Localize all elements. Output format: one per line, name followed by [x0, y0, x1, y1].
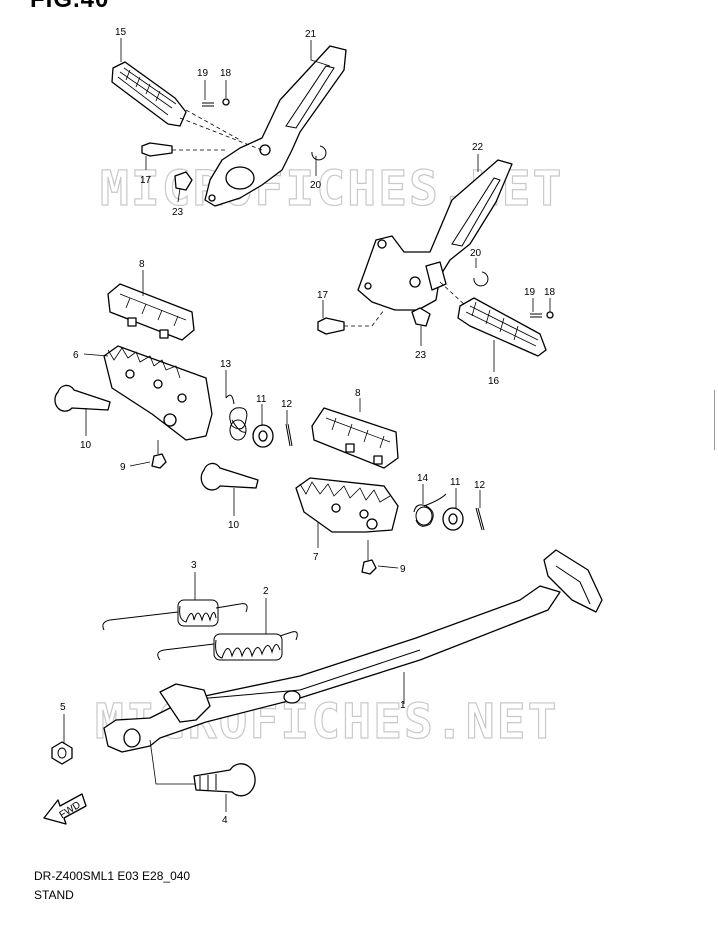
ref-2: 2	[263, 586, 269, 597]
page-edge-mark	[714, 390, 718, 450]
washer-19	[202, 102, 214, 107]
footrest-6	[103, 345, 213, 441]
footpeg-16	[457, 297, 547, 357]
left-footrest-assembly	[54, 283, 293, 469]
ref-23b: 23	[415, 350, 427, 361]
footrest-bracket-21	[204, 45, 347, 207]
pin-17	[141, 142, 173, 157]
side-stand-1	[103, 585, 561, 753]
cotter-pin-12b	[475, 507, 485, 531]
nut-5	[51, 741, 73, 765]
ref-22: 22	[472, 142, 484, 153]
washer-19b	[530, 313, 542, 318]
cotter-pin-12	[285, 423, 293, 447]
bolt-9b	[361, 559, 377, 575]
ref-21: 21	[305, 29, 317, 40]
footrest-7	[295, 477, 399, 533]
ref-18a: 18	[220, 68, 232, 79]
ref-9b: 9	[400, 564, 406, 575]
ref-14: 14	[417, 473, 429, 484]
ref-15: 15	[115, 27, 127, 38]
side-stand-assembly	[51, 549, 603, 797]
ref-19a: 19	[197, 68, 209, 79]
stand-springs	[102, 599, 298, 661]
ref-11a: 11	[256, 394, 267, 405]
ref-17a: 17	[140, 175, 152, 186]
ref-16: 16	[488, 376, 500, 387]
stand-foot-pad	[543, 549, 603, 613]
bolt-23	[174, 171, 193, 191]
ref-12b: 12	[474, 480, 486, 491]
ref-10b: 10	[228, 520, 240, 531]
ref-1: 1	[400, 700, 406, 711]
right-pillion-footrest-assembly	[317, 159, 554, 357]
diagram-code: DR-Z400SML1 E03 E28_040	[34, 869, 191, 883]
ref-7: 7	[313, 552, 319, 563]
stand-spring-2	[157, 631, 298, 661]
ref-19b: 19	[524, 287, 536, 298]
bracket-hole	[225, 166, 255, 190]
cotter-pin-18	[222, 98, 230, 106]
reference-numbers: 15 21 19 18 17 23 20 22 20 17 19 18 23 1…	[60, 27, 556, 826]
e-ring-20b	[473, 271, 489, 287]
ref-23a: 23	[172, 207, 184, 218]
ref-10a: 10	[80, 440, 92, 451]
cotter-pin-18b	[546, 311, 554, 319]
bolt-23b	[411, 307, 431, 327]
footrest-bracket-22	[357, 159, 513, 311]
bolt-9	[151, 453, 167, 469]
return-spring-14	[413, 493, 447, 527]
ref-3: 3	[191, 560, 197, 571]
ref-8b: 8	[355, 388, 361, 399]
ref-18b: 18	[544, 287, 556, 298]
ref-20a: 20	[310, 180, 322, 191]
ref-9a: 9	[120, 462, 126, 473]
footrest-rubber-8	[107, 283, 195, 341]
ref-12a: 12	[281, 399, 293, 410]
left-pillion-footrest-assembly	[111, 45, 347, 207]
pivot-pin-10b	[200, 462, 259, 491]
ref-8a: 8	[139, 259, 145, 270]
ref-17b: 17	[317, 290, 329, 301]
leader-lines	[63, 38, 551, 812]
forward-direction-arrow: FWD	[43, 793, 87, 825]
return-spring-13	[225, 394, 248, 433]
footrest-rubber-8b	[311, 407, 399, 469]
pivot-bolt-4	[193, 763, 256, 797]
ref-13: 13	[220, 359, 232, 370]
ref-4: 4	[222, 815, 228, 826]
ref-11b: 11	[450, 477, 461, 488]
ref-5: 5	[60, 702, 66, 713]
right-footrest-assembly	[200, 407, 485, 575]
pin-17b	[317, 317, 345, 335]
ref-6: 6	[73, 350, 79, 361]
stand-tang	[159, 683, 211, 723]
figure-title: FIG.40	[30, 0, 109, 14]
e-ring-20	[311, 145, 327, 161]
stand-spring-3	[102, 603, 248, 631]
diagram-name: STAND	[34, 888, 74, 902]
pivot-pin-10	[54, 384, 111, 412]
footpeg-15	[111, 61, 187, 127]
ref-20b: 20	[470, 248, 482, 259]
